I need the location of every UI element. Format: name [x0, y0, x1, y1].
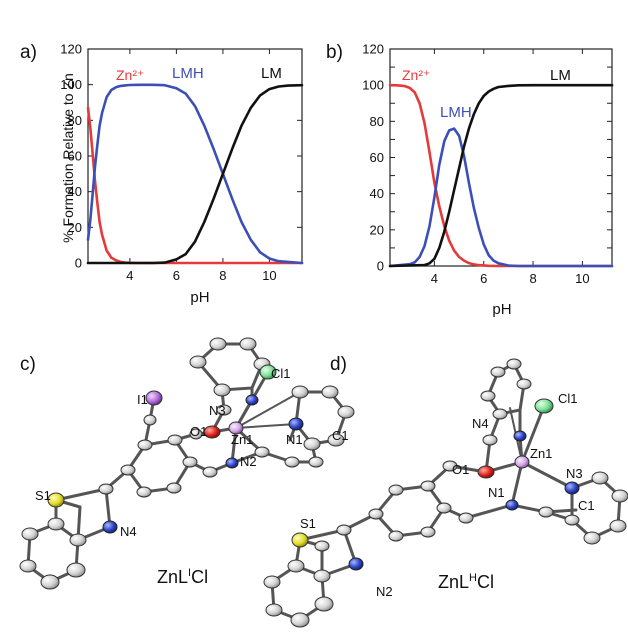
panel-label-d: d) [330, 354, 347, 375]
atom-i1-c [145, 390, 163, 406]
atom-label-n4-c: N4 [120, 524, 137, 539]
y-tick-label-b: 120 [362, 42, 384, 57]
y-tick-label-a: 0 [75, 256, 82, 271]
atom-label-n4-d: N4 [472, 416, 489, 431]
atom-n2-c [225, 457, 239, 469]
atom-label-c1-c: C1 [332, 428, 349, 443]
panel-label-b: b) [326, 42, 343, 63]
y-tick-label-b: 100 [362, 78, 384, 93]
atom-label-s1-c: S1 [35, 488, 51, 503]
y-tick-label-b: 0 [377, 259, 384, 274]
atom-cl1-c [259, 364, 277, 380]
atom-zn1-d [514, 455, 530, 469]
x-tick-label-a: 8 [219, 268, 226, 283]
atom-label-zn1-d: Zn1 [530, 446, 552, 461]
x-tick-label-a: 10 [262, 268, 276, 283]
x-axis-label-a: pH [190, 289, 209, 306]
y-tick-label-a: 100 [60, 77, 82, 92]
y-tick-label-a: 80 [68, 113, 82, 128]
series-label-lm-a: LM [261, 65, 282, 82]
y-tick-label-b: 60 [370, 150, 384, 165]
panel-label-c: c) [20, 354, 36, 375]
x-axis-label-b: pH [492, 301, 511, 318]
x-tick-label-b: 8 [529, 271, 536, 286]
series-line-b-2 [388, 83, 614, 268]
x-tick-label-b: 6 [480, 271, 487, 286]
x-tick-label-a: 6 [173, 268, 180, 283]
atom-label-n2-c: N2 [240, 454, 257, 469]
atom-label-o1-c: O1 [190, 424, 207, 439]
atom-label-i1-c: I1 [137, 392, 148, 407]
atom-s1-c [47, 492, 65, 508]
atom-n3-d [564, 481, 580, 495]
series-line-b-0 [388, 83, 614, 268]
atom-n1-d [505, 499, 519, 511]
series-label-lmh-b: LMH [440, 104, 472, 121]
atom-label-n3-c: N3 [209, 403, 226, 418]
atom-o1-d [477, 465, 495, 479]
crystal-structure-c: I1 Cl1 N3 Zn1 O1 N1 C1 N2 S1 N4 ZnLICl [19, 337, 355, 590]
atom-label-n1-d: N1 [488, 485, 505, 500]
series-line-b-1 [388, 127, 614, 268]
y-tick-label-b: 20 [370, 222, 384, 237]
series-line-a-2 [86, 83, 304, 265]
y-tick-label-b: 80 [370, 114, 384, 129]
atom-n2-d [348, 557, 364, 571]
y-tick-label-a: 120 [60, 42, 82, 57]
series-label-lm-b: LM [550, 67, 571, 84]
atom-label-n2-d: N2 [376, 584, 393, 599]
y-tick-label-a: 60 [68, 149, 82, 164]
series-line-a-1 [86, 83, 304, 265]
atom-label-n3-d: N3 [566, 466, 583, 481]
y-tick-label-a: 40 [68, 184, 82, 199]
atom-zn1-c [228, 421, 244, 435]
atom-label-cl1-c: Cl1 [271, 366, 291, 381]
panel-label-a: a) [20, 42, 37, 63]
formula-c: ZnLICl [157, 567, 208, 587]
series-label-lmh-a: LMH [172, 65, 204, 82]
atom-n3-c [245, 394, 259, 406]
atom-n4-c [102, 520, 118, 534]
atom-label-o1-d: O1 [452, 462, 469, 477]
atom-label-zn1-c: Zn1 [231, 432, 253, 447]
atom-label-c1-d: C1 [578, 498, 595, 513]
atom-o1-c [203, 425, 221, 439]
atom-s1-d [291, 532, 309, 548]
crystal-structure-d: Cl1 N4 Zn1 O1 N3 C1 N1 S1 N2 ZnLHCl [263, 358, 628, 628]
y-tick-label-b: 40 [370, 186, 384, 201]
series-label-zn-a: Zn²⁺ [116, 67, 144, 83]
series-label-zn-b: Zn²⁺ [402, 67, 430, 83]
y-axis-label-a: % Formation Relative to Zn [60, 73, 76, 243]
atom-n4-d [513, 430, 527, 442]
atom-cl1-d [534, 398, 554, 414]
atom-label-cl1-d: Cl1 [558, 391, 578, 406]
y-tick-label-a: 20 [68, 220, 82, 235]
x-tick-label-a: 4 [126, 268, 133, 283]
formula-d: ZnLHCl [438, 572, 494, 592]
x-tick-label-b: 4 [431, 271, 438, 286]
atom-label-s1-d: S1 [300, 516, 316, 531]
atom-c1-c [291, 385, 309, 399]
atom-n1-c [288, 417, 304, 431]
x-tick-label-b: 10 [575, 271, 589, 286]
atom-label-n1-c: N1 [286, 432, 303, 447]
